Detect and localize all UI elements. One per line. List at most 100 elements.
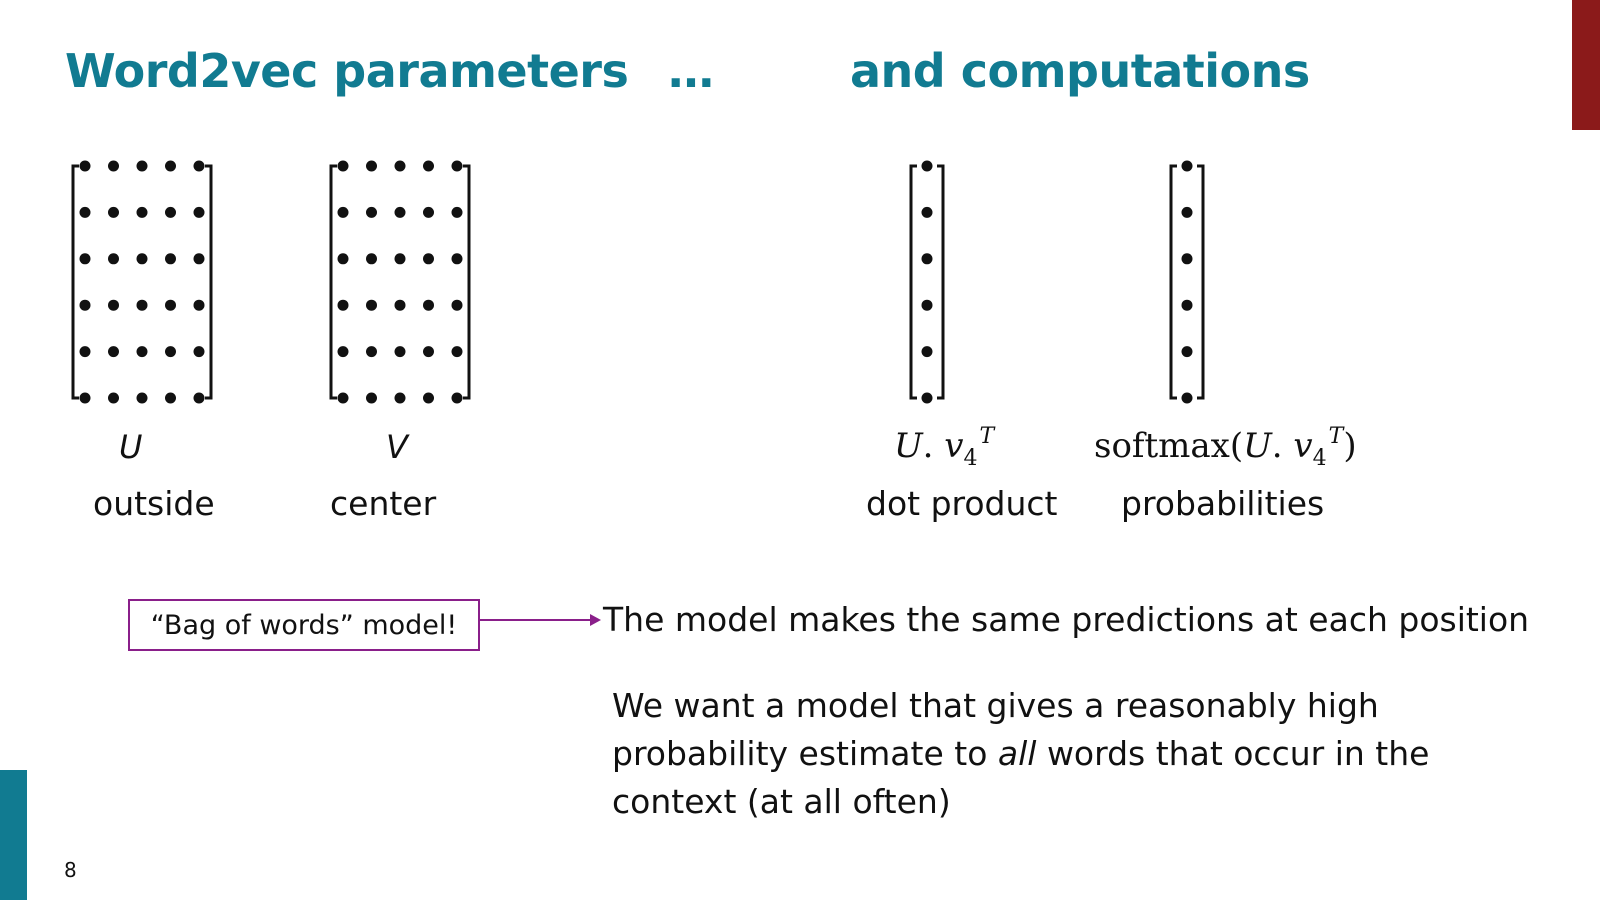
- matrix-cell-dot: [337, 160, 349, 172]
- matrix-cell-dot: [165, 253, 176, 265]
- slide-title-ellipsis: …: [668, 44, 714, 98]
- matrix-cell-dot: [451, 253, 463, 265]
- matrix-cell-dot: [193, 253, 205, 265]
- matrix-cell-dot: [366, 299, 377, 311]
- matrix-cell-dot: [79, 253, 91, 265]
- matrix-cell-dot: [108, 299, 119, 311]
- accent-bar-bottom: [0, 770, 27, 900]
- matrix-cell-dot: [165, 346, 176, 358]
- matrix-cell-dot: [451, 206, 463, 218]
- matrix-cell-dot: [921, 253, 933, 265]
- matrix-cell-dot: [136, 253, 148, 265]
- emphasis-all: all: [997, 734, 1037, 773]
- matrix-cell-dot: [337, 253, 349, 265]
- matrix-cell-dot: [423, 392, 434, 404]
- matrix-cell-dot: [1181, 346, 1193, 358]
- matrix-cell-dot: [1181, 299, 1193, 311]
- matrix-cell-dot: [1181, 160, 1193, 172]
- caption-center: center: [330, 484, 437, 523]
- matrix-cell-dot: [108, 392, 119, 404]
- matrix-cell-dot: [921, 392, 933, 404]
- matrix-cell-dot: [451, 346, 463, 358]
- matrix-cell-dot: [451, 160, 463, 172]
- matrix-cell-dot: [79, 206, 91, 218]
- matrix-cell-dot: [193, 299, 205, 311]
- right-bracket: [205, 164, 213, 400]
- matrix-cell-dot: [79, 299, 91, 311]
- matrix-cell-dot: [423, 253, 434, 265]
- model-goal-paragraph: We want a model that gives a reasonably …: [612, 686, 1430, 821]
- matrix-cell-dot: [337, 206, 349, 218]
- matrix-cell-dot: [165, 392, 176, 404]
- formula-dot-product: U. v4T: [894, 424, 995, 471]
- same-predictions-statement: The model makes the same predictions at …: [603, 600, 1530, 639]
- callout-arrow-head: [590, 614, 601, 626]
- matrix-cell-dot: [337, 392, 349, 404]
- matrix-cell-dot: [394, 160, 406, 172]
- matrix-cell-dot: [921, 346, 933, 358]
- matrix-cell-dot: [394, 346, 406, 358]
- matrix-cell-dot: [1181, 253, 1193, 265]
- matrix-cell-dot: [366, 392, 377, 404]
- matrix-cell-dot: [451, 299, 463, 311]
- matrix-cell-dot: [108, 206, 119, 218]
- matrix-cell-dot: [108, 253, 119, 265]
- caption-probabilities: probabilities: [1121, 484, 1325, 523]
- caption-dot-product: dot product: [866, 484, 1058, 523]
- matrix-cell-dot: [451, 392, 463, 404]
- matrix-cell-dot: [165, 160, 176, 172]
- right-bracket: [463, 164, 471, 400]
- matrix-cell-dot: [79, 160, 91, 172]
- matrix-cell-dot: [136, 346, 148, 358]
- matrix-cell-dot: [337, 346, 349, 358]
- matrix-cell-dot: [193, 206, 205, 218]
- accent-bar-top: [1572, 0, 1600, 130]
- matrix-cell-dot: [136, 160, 148, 172]
- vector-dot-product: [909, 160, 945, 404]
- matrix-cell-dot: [1181, 392, 1193, 404]
- symbol-v: V: [386, 428, 408, 466]
- matrix-cell-dot: [136, 392, 148, 404]
- matrix-cell-dot: [136, 206, 148, 218]
- matrix-cell-dot: [394, 392, 406, 404]
- matrix-cell-dot: [79, 392, 91, 404]
- caption-outside: outside: [93, 484, 215, 523]
- matrix-cell-dot: [165, 299, 176, 311]
- matrix-cell-dot: [193, 346, 205, 358]
- matrix-cell-dot: [921, 206, 933, 218]
- matrix-cell-dot: [165, 206, 176, 218]
- matrix-cell-dot: [394, 206, 406, 218]
- matrix-cell-dot: [394, 299, 406, 311]
- matrix-cell-dot: [136, 299, 148, 311]
- matrix-v: [329, 160, 471, 404]
- matrix-cell-dot: [193, 392, 205, 404]
- matrix-cell-dot: [921, 160, 933, 172]
- right-bracket: [1197, 164, 1205, 400]
- matrix-cell-dot: [193, 160, 205, 172]
- matrix-u: [71, 160, 213, 404]
- page-number: 8: [64, 858, 77, 882]
- matrix-cell-dot: [337, 299, 349, 311]
- left-bracket: [1169, 164, 1177, 400]
- slide-title-right: and computations: [850, 44, 1310, 98]
- matrix-cell-dot: [366, 346, 377, 358]
- matrix-cell-dot: [366, 160, 377, 172]
- matrix-cell-dot: [423, 346, 434, 358]
- left-bracket: [909, 164, 917, 400]
- formula-softmax: softmax(U. v4T): [1094, 424, 1357, 471]
- symbol-u: U: [119, 428, 143, 466]
- bag-of-words-callout: “Bag of words” model!: [128, 599, 480, 651]
- matrix-cell-dot: [423, 299, 434, 311]
- matrix-cell-dot: [79, 346, 91, 358]
- left-bracket: [71, 164, 79, 400]
- matrix-cell-dot: [423, 206, 434, 218]
- left-bracket: [329, 164, 337, 400]
- vector-probabilities: [1169, 160, 1205, 404]
- matrix-cell-dot: [108, 160, 119, 172]
- matrix-cell-dot: [366, 206, 377, 218]
- matrix-cell-dot: [394, 253, 406, 265]
- bag-of-words-label: “Bag of words” model!: [150, 609, 458, 641]
- matrix-cell-dot: [423, 160, 434, 172]
- matrix-cell-dot: [108, 346, 119, 358]
- slide-title-left: Word2vec parameters: [65, 44, 629, 98]
